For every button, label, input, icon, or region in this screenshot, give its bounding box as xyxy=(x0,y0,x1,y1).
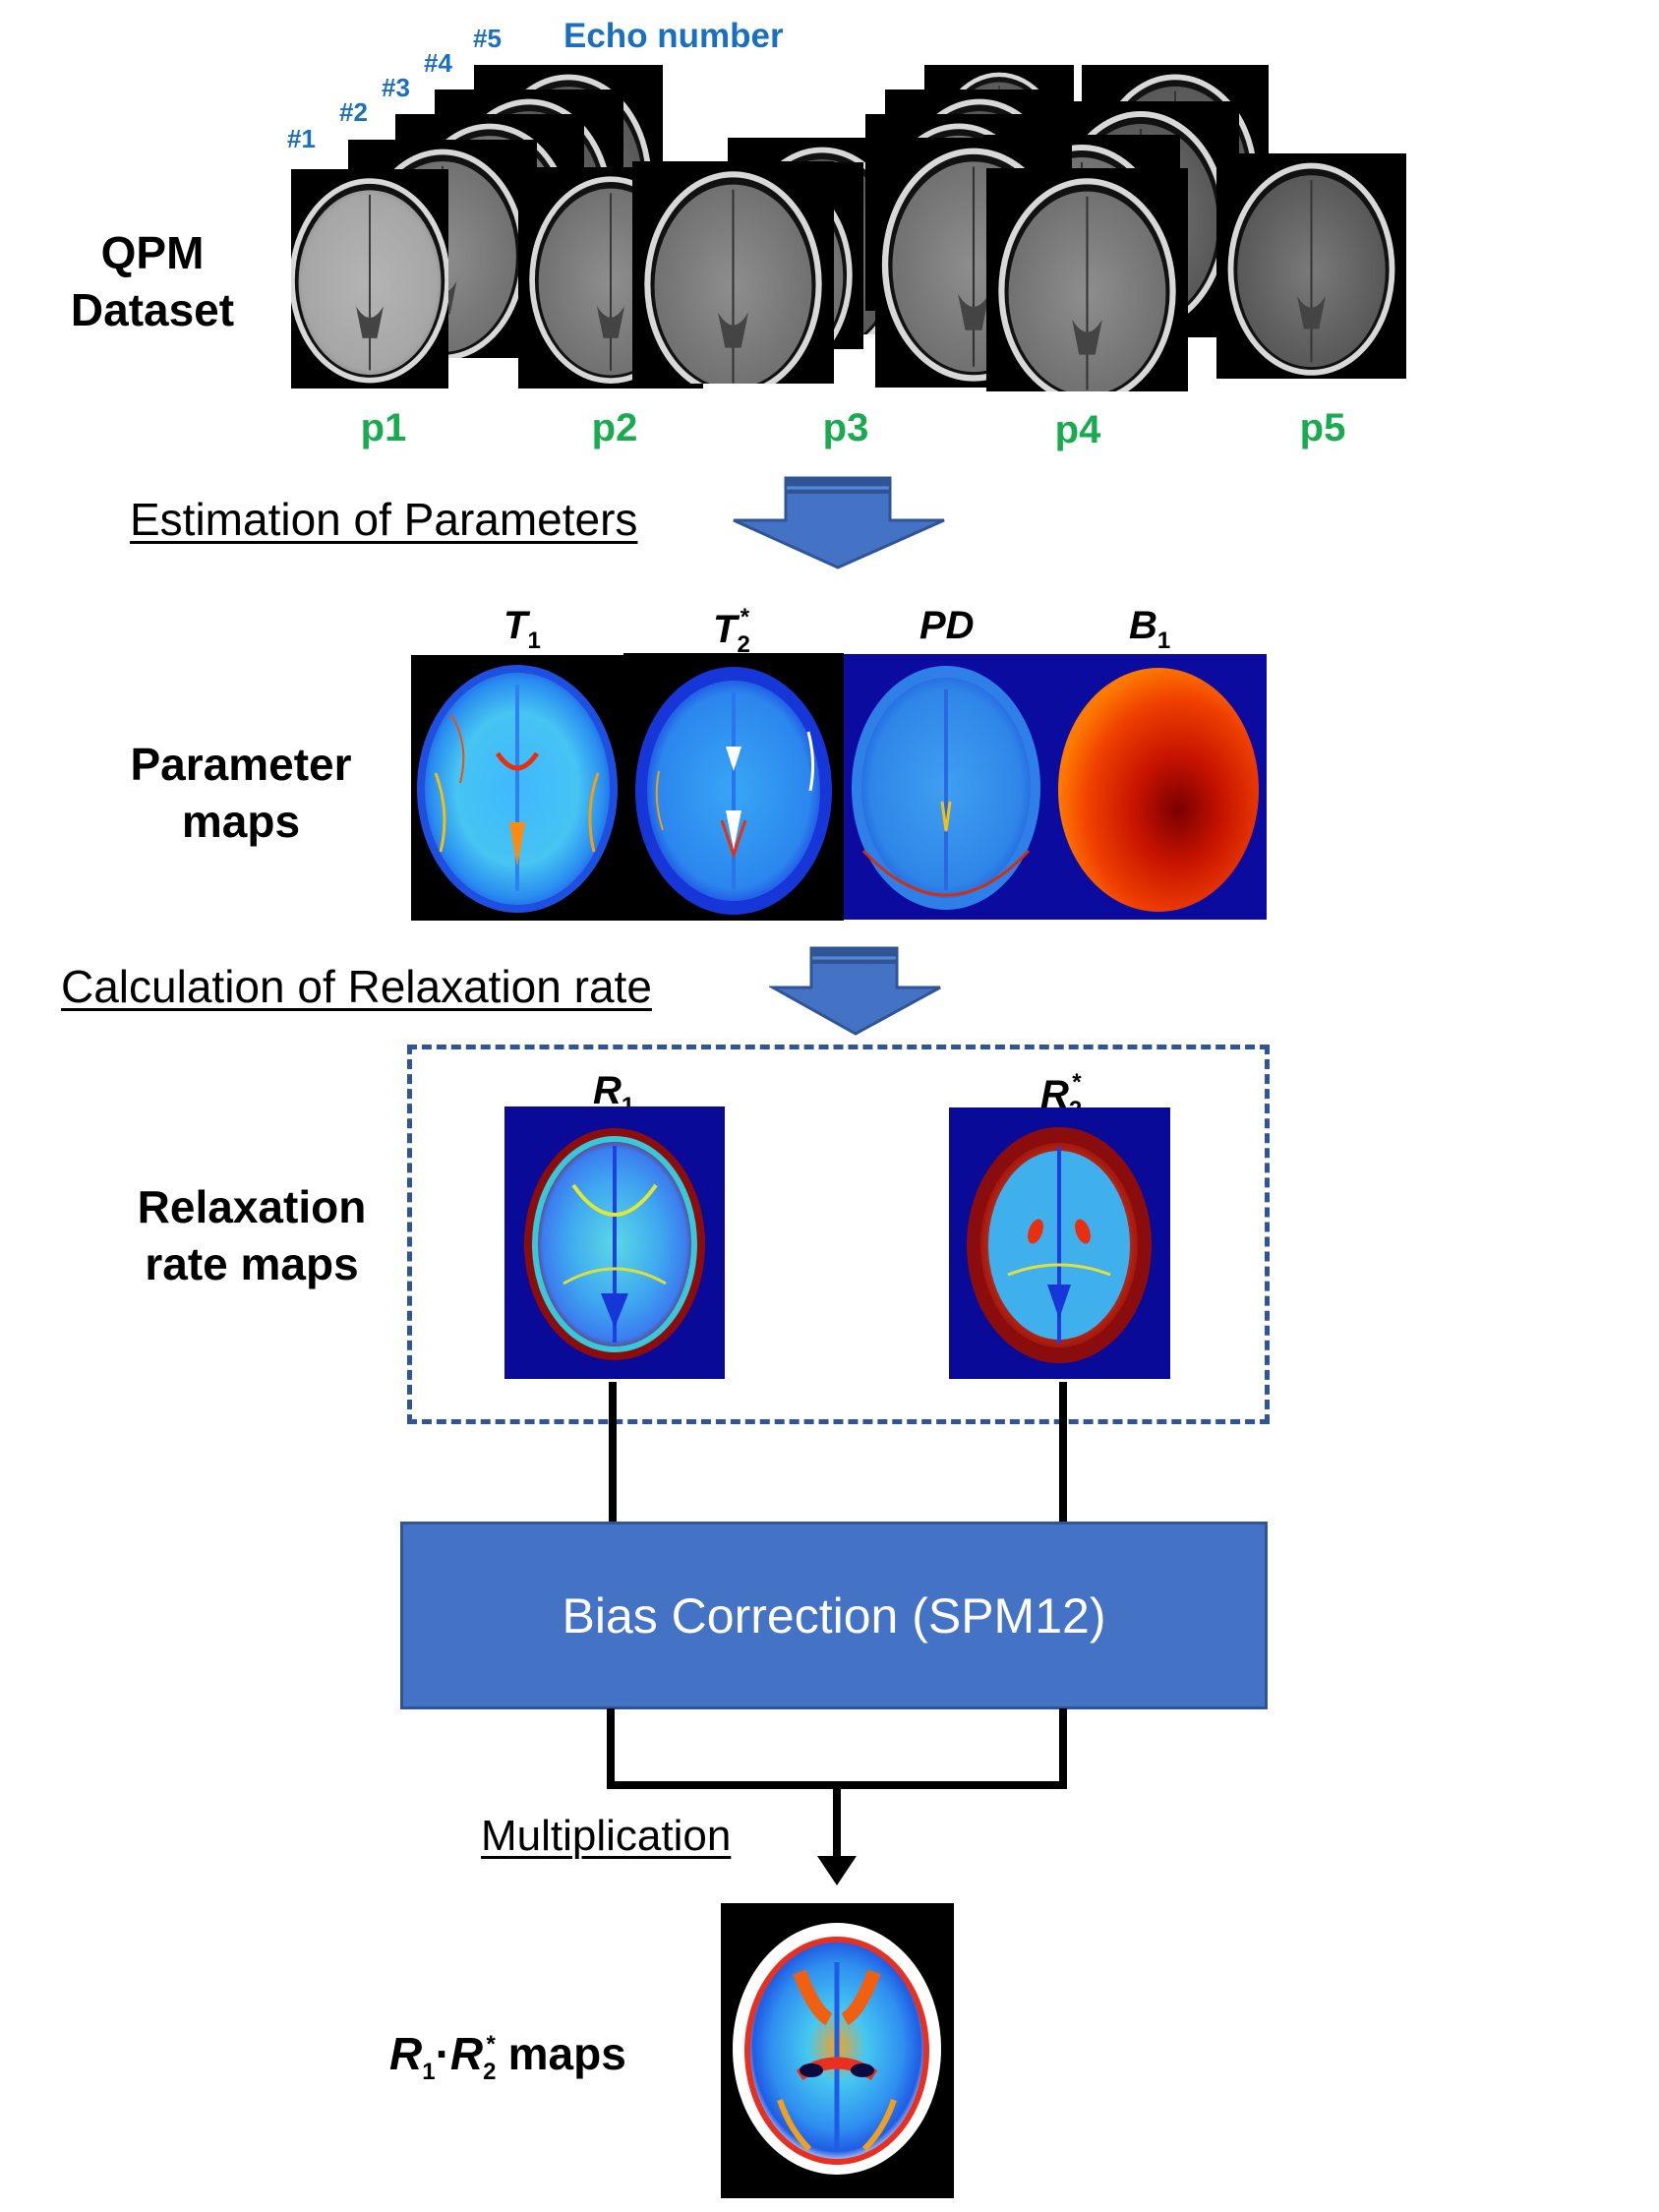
qpm-dataset-title-line2: Dataset xyxy=(70,284,235,335)
parameter-set-label-p1: p1 xyxy=(360,406,407,449)
mri-echo-slice xyxy=(632,161,834,384)
connector-to-result xyxy=(833,1785,841,1862)
bias-correction-label: Bias Correction (SPM12) xyxy=(562,1587,1106,1644)
connector-r1-to-bias xyxy=(609,1382,617,1524)
qpm-dataset-title: QPM Dataset xyxy=(39,224,266,338)
estimation-of-parameters-label: Estimation of Parameters xyxy=(130,494,638,545)
relaxation-rate-maps-title-line1: Relaxation xyxy=(137,1181,367,1232)
map-label-t2star: T2* xyxy=(713,604,750,658)
b1-map-image xyxy=(1048,654,1267,920)
mri-echo-slice xyxy=(986,168,1188,391)
pd-map-image xyxy=(844,654,1048,920)
map-label-t1: T1 xyxy=(504,604,541,654)
bias-correction-box: Bias Correction (SPM12) xyxy=(400,1522,1268,1709)
t2star-map-image xyxy=(623,653,844,921)
echo-number-label-1: #1 xyxy=(287,124,316,153)
echo-number-label-3: #3 xyxy=(382,73,410,102)
mri-echo-slice xyxy=(291,169,448,389)
connector-bias-right-down xyxy=(1059,1708,1067,1787)
block-arrow-down-icon xyxy=(733,476,945,569)
r1-map-image xyxy=(504,1106,725,1379)
parameter-set-label-p5: p5 xyxy=(1299,406,1346,449)
mri-echo-slice xyxy=(1216,153,1406,379)
t1-map-image xyxy=(411,655,624,921)
multiplication-label: Multiplication xyxy=(481,1812,732,1860)
parameter-maps-title-line2: maps xyxy=(181,796,301,847)
echo-number-axis-label: Echo number xyxy=(563,17,784,55)
block-arrow-down-icon xyxy=(769,946,941,1036)
r1-r2star-product-map-image xyxy=(721,1903,954,2198)
connector-r2star-to-bias xyxy=(1059,1382,1067,1524)
parameter-set-label-p2: p2 xyxy=(591,406,638,449)
parameter-set-label-p3: p3 xyxy=(822,406,869,449)
r1-r2star-maps-label: R1·R2* maps xyxy=(389,2028,626,2085)
echo-number-label-5: #5 xyxy=(473,24,502,53)
calculation-of-relaxation-rate-label: Calculation of Relaxation rate xyxy=(61,961,652,1012)
parameter-maps-title-line1: Parameter xyxy=(130,739,352,790)
parameter-maps-title: Parameter maps xyxy=(108,736,374,850)
echo-number-label-2: #2 xyxy=(339,97,368,127)
connector-bias-left-down xyxy=(607,1708,615,1789)
relaxation-rate-maps-title-line2: rate maps xyxy=(145,1238,359,1289)
map-label-b1: B1 xyxy=(1129,604,1171,654)
relaxation-maps-group xyxy=(407,1045,1270,1424)
parameter-set-label-p4: p4 xyxy=(1054,408,1101,451)
echo-number-label-4: #4 xyxy=(424,48,452,78)
arrow-down-icon xyxy=(817,1856,857,1885)
r2star-map-image xyxy=(949,1107,1170,1379)
relaxation-rate-maps-title: Relaxation rate maps xyxy=(104,1178,399,1292)
map-label-pd: PD xyxy=(919,604,975,647)
qpm-dataset-title-line1: QPM xyxy=(100,227,205,278)
